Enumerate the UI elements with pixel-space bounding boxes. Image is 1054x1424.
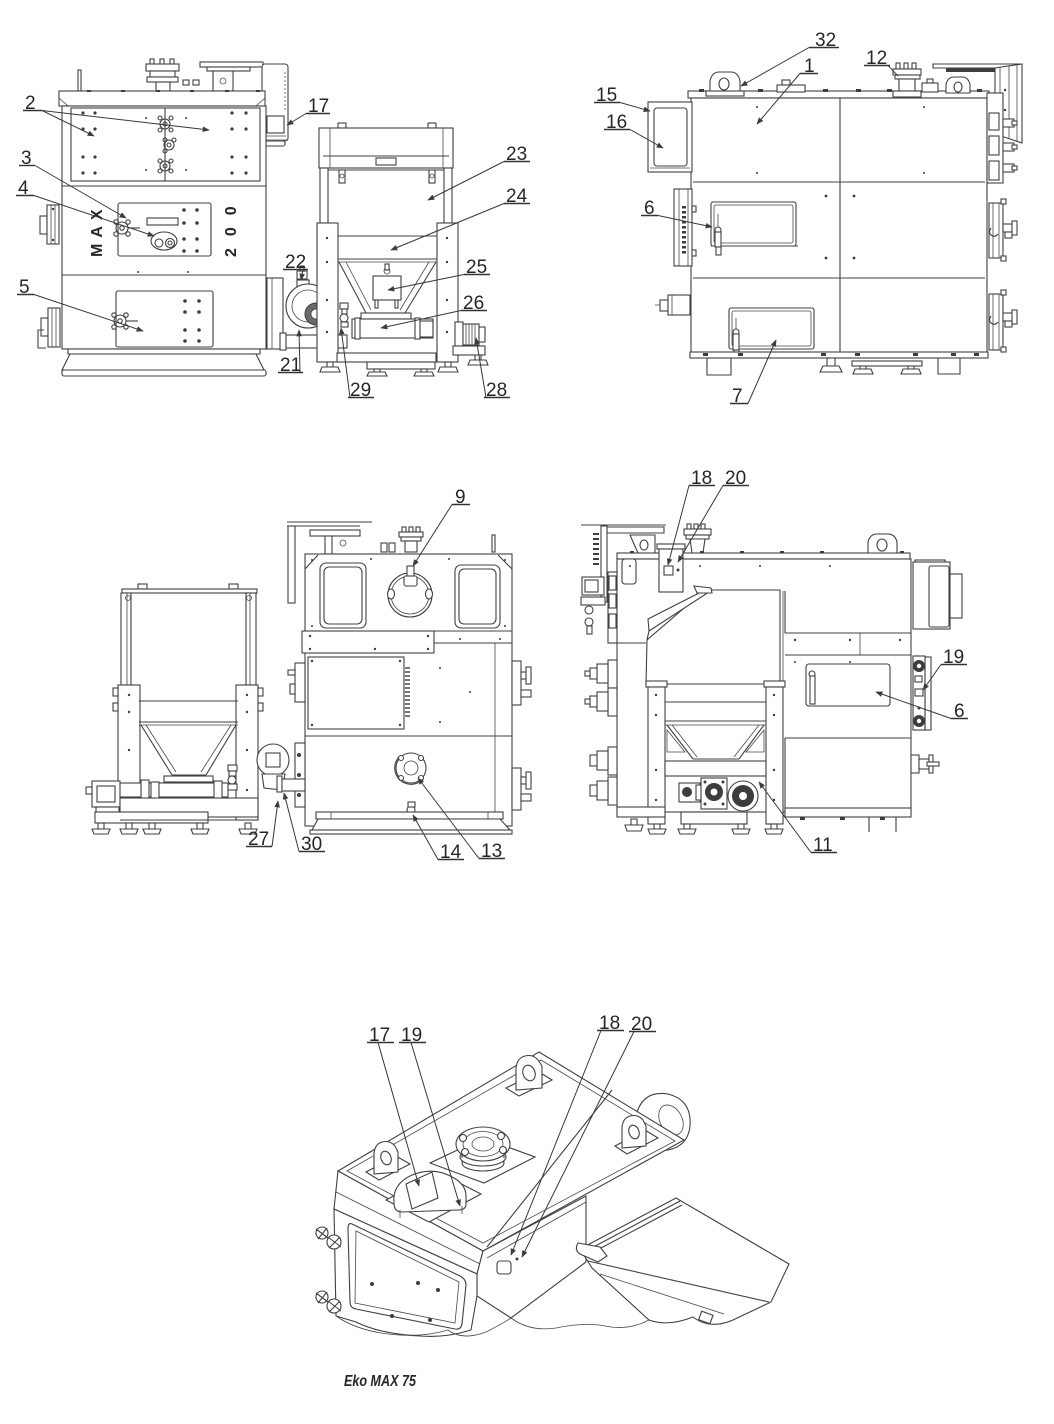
svg-text:26: 26 — [463, 293, 484, 314]
svg-text:17: 17 — [369, 1025, 390, 1046]
svg-text:19: 19 — [943, 647, 964, 668]
svg-text:17: 17 — [308, 96, 329, 117]
svg-text:13: 13 — [481, 841, 502, 862]
svg-text:2: 2 — [25, 93, 36, 114]
svg-text:MAX: MAX — [89, 203, 106, 257]
svg-text:6: 6 — [644, 198, 655, 219]
svg-text:4: 4 — [18, 178, 29, 199]
svg-text:200: 200 — [223, 194, 240, 257]
svg-text:7: 7 — [732, 386, 743, 407]
svg-text:28: 28 — [486, 380, 507, 401]
svg-text:20: 20 — [631, 1014, 652, 1035]
svg-text:14: 14 — [440, 842, 462, 863]
svg-text:6: 6 — [954, 701, 965, 722]
svg-text:22: 22 — [285, 252, 306, 273]
svg-text:19: 19 — [401, 1025, 422, 1046]
svg-text:27: 27 — [248, 829, 269, 850]
svg-text:Eko MAX 75: Eko MAX 75 — [344, 1373, 417, 1390]
svg-text:30: 30 — [301, 834, 322, 855]
svg-text:18: 18 — [599, 1013, 620, 1034]
svg-text:20: 20 — [725, 468, 746, 489]
svg-text:24: 24 — [506, 186, 528, 207]
svg-text:25: 25 — [466, 257, 487, 278]
svg-text:29: 29 — [350, 380, 371, 401]
svg-text:9: 9 — [455, 487, 466, 508]
svg-text:12: 12 — [866, 48, 887, 69]
svg-text:23: 23 — [506, 144, 527, 165]
svg-text:1: 1 — [804, 56, 815, 77]
svg-text:18: 18 — [691, 468, 712, 489]
svg-text:32: 32 — [815, 30, 836, 51]
svg-text:5: 5 — [19, 277, 30, 298]
svg-text:3: 3 — [21, 148, 32, 169]
svg-text:11: 11 — [813, 835, 833, 856]
svg-text:16: 16 — [606, 112, 627, 133]
svg-text:15: 15 — [596, 85, 617, 106]
svg-text:21: 21 — [280, 355, 301, 376]
